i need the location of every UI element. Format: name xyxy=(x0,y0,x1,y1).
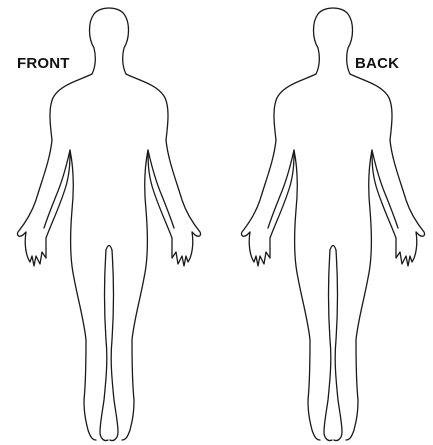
front-crotch-line xyxy=(106,246,112,251)
human-body-back-icon xyxy=(228,0,433,445)
back-head-outline xyxy=(314,8,353,74)
front-right-leg-inner xyxy=(110,250,118,441)
front-view-label: FRONT xyxy=(17,56,70,71)
back-right-side-outline xyxy=(346,74,425,440)
back-crotch-line xyxy=(330,246,336,251)
back-view-label: BACK xyxy=(355,56,399,71)
back-left-leg-inner xyxy=(324,250,332,441)
front-head-outline xyxy=(90,8,129,74)
front-left-leg-inner xyxy=(100,250,108,441)
front-left-side-outline xyxy=(17,74,96,440)
back-right-leg-inner xyxy=(334,250,342,441)
back-body-figure xyxy=(228,0,433,445)
back-left-side-outline xyxy=(241,74,320,440)
front-right-side-outline xyxy=(122,74,201,440)
